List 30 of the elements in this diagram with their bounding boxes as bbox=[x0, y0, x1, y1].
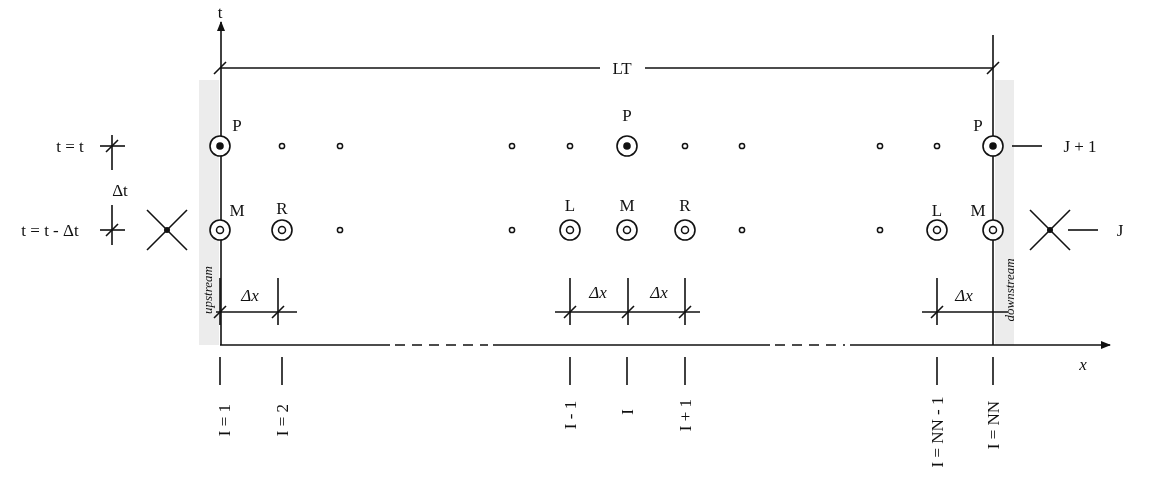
point-label: M bbox=[229, 201, 245, 219]
point-label: L bbox=[564, 196, 576, 214]
axis-label: t bbox=[217, 3, 223, 21]
dimension-label: Δx bbox=[589, 283, 607, 301]
time-level-label: J bbox=[1116, 221, 1124, 239]
node-index-label: I = NN - 1 bbox=[928, 396, 946, 468]
point-label: P bbox=[232, 116, 242, 134]
node-index-label: I = NN bbox=[984, 400, 1002, 450]
dimension-label: Δx bbox=[955, 286, 973, 304]
time-level-label: t = t - Δt bbox=[21, 221, 79, 239]
node-index-label: I bbox=[618, 409, 636, 415]
dimension-label: Δx bbox=[650, 283, 668, 301]
axis-label: x bbox=[1079, 355, 1087, 373]
point-label: M bbox=[619, 196, 635, 214]
time-level-label: t = t bbox=[56, 137, 84, 155]
boundary-label: upstream bbox=[200, 266, 214, 314]
node-index-label: I = 1 bbox=[215, 403, 233, 437]
node-index-label: I = 2 bbox=[273, 403, 291, 437]
point-label: R bbox=[679, 196, 691, 214]
point-label: P bbox=[973, 116, 983, 134]
node-index-label: I + 1 bbox=[676, 398, 694, 432]
time-level-label: J + 1 bbox=[1063, 137, 1097, 155]
point-label: M bbox=[970, 201, 986, 219]
dimension-label: Δt bbox=[112, 181, 128, 199]
node-index-label: I - 1 bbox=[561, 400, 579, 430]
point-label: P bbox=[622, 106, 632, 124]
point-label: L bbox=[931, 201, 943, 219]
boundary-label: downstream bbox=[1002, 258, 1016, 322]
dimension-label: Δx bbox=[241, 286, 259, 304]
point-label: R bbox=[276, 199, 288, 217]
